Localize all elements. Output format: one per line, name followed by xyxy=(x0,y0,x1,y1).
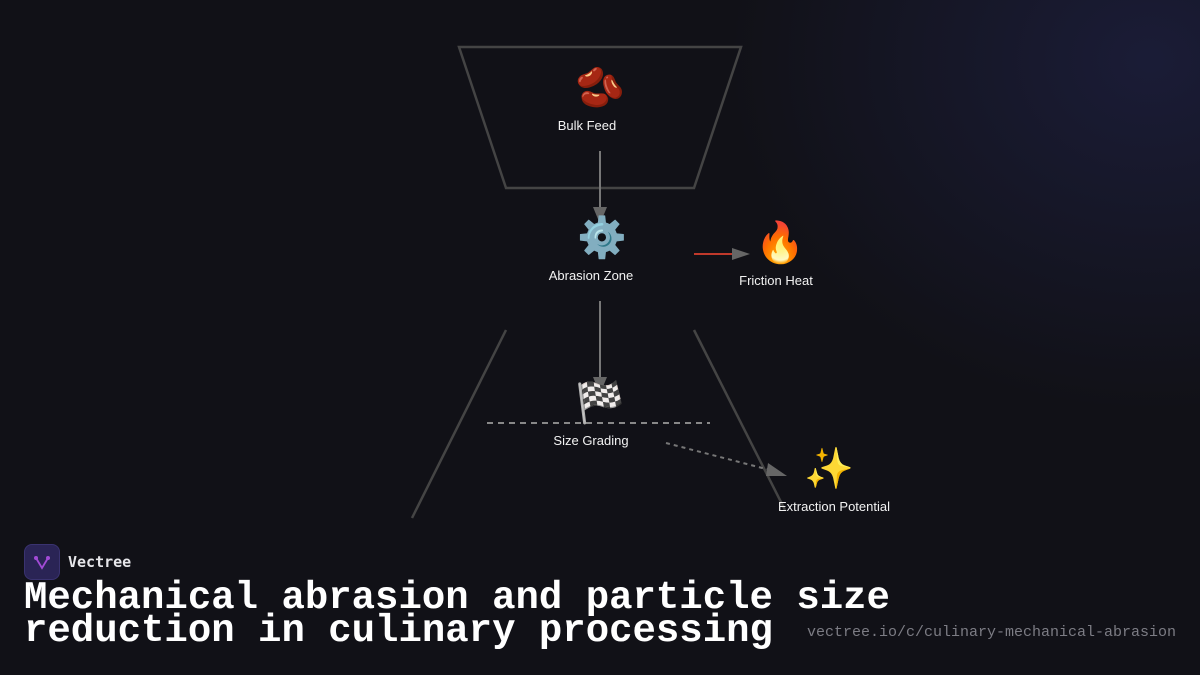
arrowhead-icon xyxy=(593,207,607,224)
node-extraction-potential: ✨ Extraction Potential xyxy=(778,445,890,516)
fire-icon: 🔥 xyxy=(755,221,805,265)
gear-icon: ⚙️ xyxy=(577,216,627,260)
source-url: vectree.io/c/culinary-mechanical-abrasio… xyxy=(806,624,1176,641)
vectree-logo-icon xyxy=(24,544,60,580)
node-label: Abrasion Zone xyxy=(548,268,634,283)
beans-icon: 🫘 xyxy=(575,66,625,110)
arrowhead-icon xyxy=(593,377,607,394)
brand-name: Vectree xyxy=(68,553,132,571)
funnel-right-wall xyxy=(692,329,787,511)
node-label: Size Grading xyxy=(553,433,629,448)
arrowhead-icon xyxy=(766,463,787,476)
node-label: Bulk Feed xyxy=(557,118,617,133)
funnel-left-wall xyxy=(410,329,508,519)
checkered-flag-icon: 🏁 xyxy=(575,381,625,425)
node-bulk-feed: 🫘 Bulk Feed xyxy=(558,64,625,135)
page-title: Mechanical abrasion and particle size re… xyxy=(24,579,890,651)
sparkles-icon: ✨ xyxy=(804,447,854,491)
node-friction-heat: 🔥 Friction Heat xyxy=(739,219,813,290)
title-line-1: Mechanical abrasion and particle size xyxy=(24,576,890,620)
node-label: Extraction Potential xyxy=(777,499,891,514)
brand: Vectree xyxy=(24,544,131,580)
title-line-2: reduction in culinary processing xyxy=(24,609,773,653)
hopper-outline xyxy=(457,45,743,190)
node-label: Friction Heat xyxy=(739,273,813,288)
arrowhead-icon xyxy=(732,248,750,260)
edge-grading-to-extraction xyxy=(665,442,771,471)
node-size-grading: 🏁 Size Grading xyxy=(553,379,628,450)
node-abrasion-zone: ⚙️ Abrasion Zone xyxy=(549,214,634,285)
